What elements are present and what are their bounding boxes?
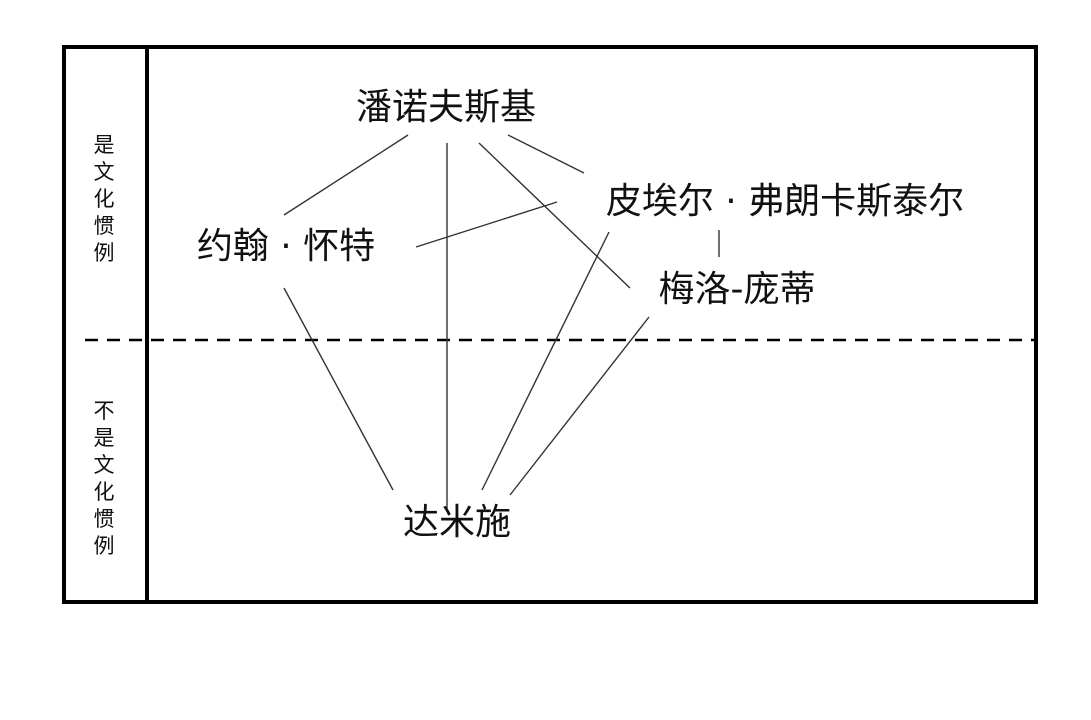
edge-panofsky-white (283, 134, 409, 216)
column-divider (145, 45, 149, 604)
node-white: 约翰 · 怀特 (196, 226, 376, 267)
label-not-cultural-convention: 不是文化惯例 (93, 399, 115, 558)
edge-white-francastel (415, 201, 558, 248)
edge-panofsky-francastel (507, 134, 585, 174)
edge-francastel-damisch (481, 231, 610, 491)
edge-panofsky-merleau-ponty (478, 142, 631, 289)
node-francastel: 皮埃尔 · 弗朗卡斯泰尔 (605, 181, 965, 222)
label-is-cultural-convention: 是文化惯例 (93, 133, 115, 265)
edge-white-damisch (283, 287, 394, 491)
node-merleau-ponty: 梅洛-庞蒂 (658, 269, 816, 310)
node-panofsky: 潘诺夫斯基 (355, 87, 537, 128)
edge-merleau-ponty-damisch (509, 316, 650, 496)
diagram-frame (62, 45, 1038, 604)
node-damisch: 达米施 (402, 502, 512, 543)
